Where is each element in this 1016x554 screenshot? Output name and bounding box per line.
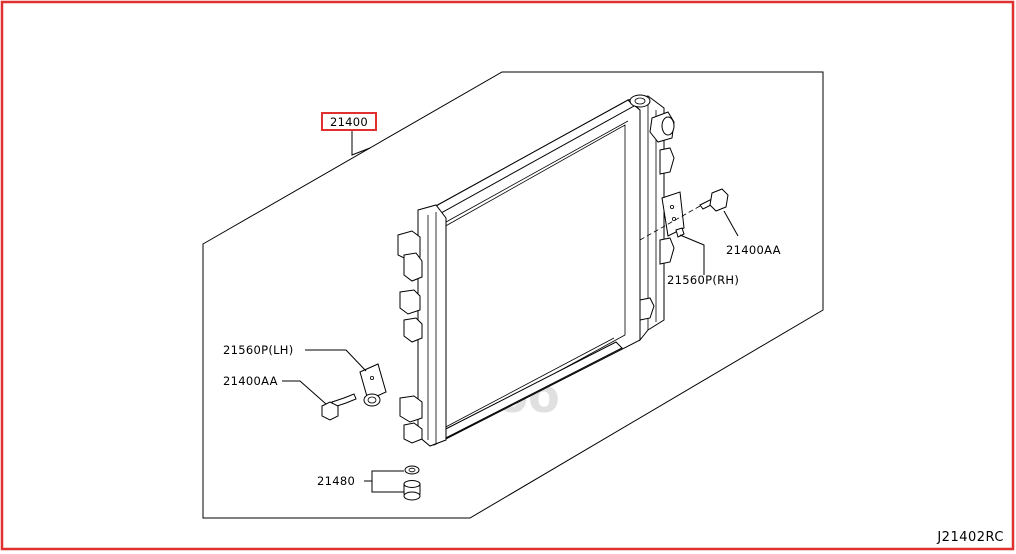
bolt-rh <box>699 188 729 212</box>
leader-21400aa-rh <box>723 210 739 237</box>
drain-cock <box>403 465 421 501</box>
bolt-rh-axis <box>639 205 701 241</box>
callout-21560p-rh: 21560P(RH) <box>667 273 739 287</box>
radiator <box>397 94 675 447</box>
leader-21400 <box>351 130 371 156</box>
leader-21560p-rh <box>679 234 705 275</box>
bracket-lh <box>359 363 387 407</box>
callout-21560p-lh: 21560P(LH) <box>223 343 294 357</box>
callout-21480: 21480 <box>317 474 355 488</box>
bracket-rh <box>661 191 685 238</box>
callout-21400: 21400 <box>330 115 368 129</box>
diagram-code: J21402RC <box>936 530 1004 545</box>
assembly-panel <box>202 71 824 519</box>
leader-21480-bracket <box>371 470 404 493</box>
leader-21560p-lh <box>305 349 367 372</box>
callout-21400aa-lh: 21400AA <box>223 374 278 388</box>
callout-21400-box <box>321 112 377 131</box>
leader-21400aa-lh <box>282 380 327 405</box>
callout-21400aa-rh: 21400AA <box>726 243 781 257</box>
bolt-lh <box>321 393 357 421</box>
